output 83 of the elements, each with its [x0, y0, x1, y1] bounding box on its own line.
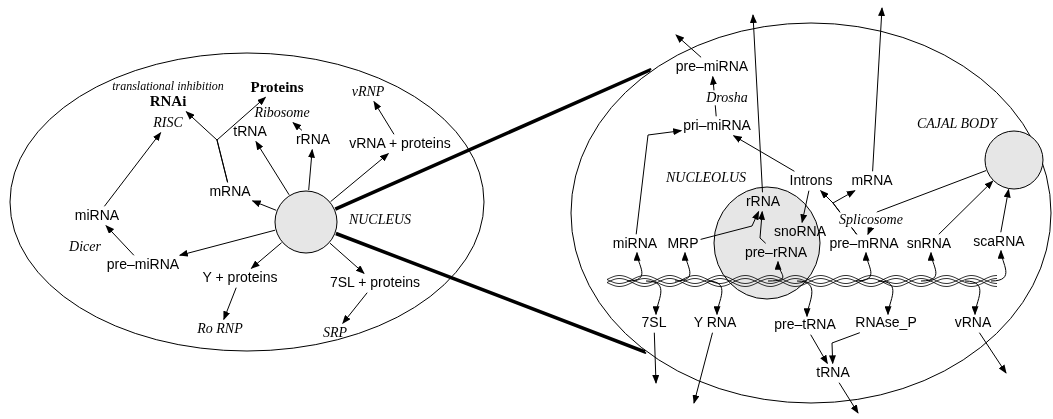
arrow: [635, 128, 683, 235]
arrow: [938, 180, 994, 235]
region-label: NUCLEUS: [348, 212, 412, 228]
arrow: [872, 7, 886, 172]
enzyme-label: Splicosome: [839, 212, 903, 228]
molecule-label: pre–miRNA: [106, 257, 180, 273]
arrow: [978, 332, 1007, 374]
arrow: [342, 292, 368, 325]
arrow: [292, 122, 303, 131]
outcome-note: translational inhibition: [112, 80, 224, 94]
arrow: [810, 334, 828, 365]
arrow: [216, 96, 267, 183]
arrow: [255, 140, 290, 196]
molecule-label: snRNA: [906, 236, 952, 252]
arrow: [796, 280, 813, 318]
molecule-label: 7SL: [641, 315, 667, 331]
process-label: vRNP: [351, 84, 385, 100]
arrow: [223, 287, 237, 321]
arrow: [758, 210, 767, 244]
molecule-label: miRNA: [612, 236, 658, 252]
molecule-label: rRNA: [295, 132, 331, 148]
molecule-label: miRNA: [74, 208, 120, 224]
arrow: [700, 210, 760, 240]
molecule-label: pri–miRNA: [683, 118, 751, 134]
process-label: Ro RNP: [197, 321, 243, 337]
outcome-label: RNAi: [148, 93, 188, 110]
arrow: [732, 135, 795, 172]
connector-line: [334, 67, 652, 211]
process-label: SRP: [322, 325, 348, 341]
arrow: [105, 224, 135, 256]
molecule-label: pre–mRNA: [829, 236, 899, 252]
molecule-label: mRNA: [209, 184, 251, 200]
molecule-label: Y RNA: [693, 315, 737, 331]
arrow: [675, 34, 702, 58]
arrow: [308, 148, 315, 191]
arrow: [767, 260, 784, 282]
molecule-label: pre–tRNA: [774, 317, 836, 333]
molecule-label: scaRNA: [973, 234, 1025, 250]
molecule-label: vRNA + proteins: [349, 136, 451, 152]
arrow: [838, 382, 859, 414]
molecule-label: Y + proteins: [202, 270, 278, 286]
arrow: [251, 200, 277, 211]
molecule-label: RNAse_P: [855, 315, 917, 331]
arrow: [867, 170, 987, 236]
arrow: [330, 153, 390, 203]
arrow: [877, 280, 894, 316]
arrow: [855, 251, 872, 282]
molecule-label: pre–miRNA: [675, 59, 749, 75]
outcome-label: Proteins: [250, 78, 304, 96]
arrow: [1000, 188, 1011, 233]
connector-line: [335, 231, 647, 355]
molecule-label: rRNA: [745, 194, 781, 210]
arrow: [329, 242, 365, 274]
arrow: [749, 14, 763, 193]
arrow: [626, 251, 643, 282]
arrow: [103, 131, 162, 207]
molecule-label: MRP: [667, 236, 699, 252]
arrow: [964, 280, 981, 316]
arrow: [828, 332, 861, 365]
arrow: [652, 332, 660, 384]
arrow: [250, 242, 283, 269]
molecule-label: tRNA: [233, 124, 267, 140]
arrow: [674, 251, 691, 282]
arrow: [692, 332, 713, 404]
arrow: [178, 229, 276, 257]
arrow: [373, 100, 395, 135]
arrow: [645, 280, 662, 316]
enzyme-label: Drosha: [706, 90, 748, 106]
region-label: NUCLEOLUS: [665, 170, 747, 186]
molecule-label: mRNA: [851, 173, 893, 189]
process-label: RISC: [153, 115, 183, 131]
region-label: CAJAL BODY: [916, 116, 998, 132]
arrow: [990, 249, 1007, 282]
molecule-label: vRNA: [954, 315, 992, 331]
arrow: [706, 280, 723, 316]
molecule-label: Introns: [789, 173, 833, 189]
arrow: [920, 251, 937, 282]
arrow: [800, 190, 810, 224]
molecule-label: pre–rRNA: [744, 245, 808, 261]
molecule-label: tRNA: [816, 365, 850, 381]
process-label: Ribosome: [254, 105, 310, 121]
molecule-label: 7SL + proteins: [329, 275, 421, 291]
molecule-label: snoRNA: [773, 224, 827, 240]
